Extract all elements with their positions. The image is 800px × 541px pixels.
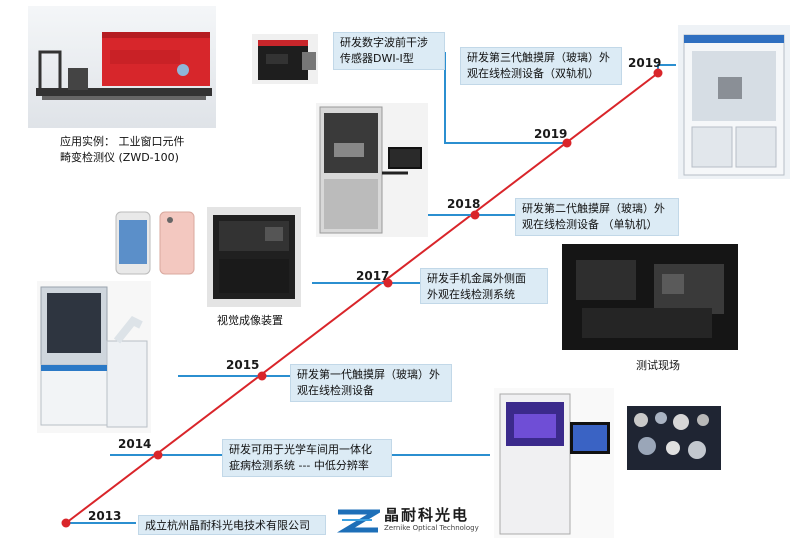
milestone-2014-box: 研发可用于光学车间用一体化 疵病检测系统 --- 中低分辨率 — [222, 439, 392, 477]
milestone-2018-line1: 研发第二代触摸屏（玻璃）外 — [522, 202, 665, 215]
phones-image — [110, 208, 200, 278]
dot-2013 — [61, 518, 71, 528]
zwd-instrument-image — [28, 6, 216, 128]
milestone-2015-box: 研发第一代触摸屏（玻璃）外 观在线检测设备 — [290, 364, 452, 402]
logo-text-en: Zernike Optical Technology — [384, 524, 479, 532]
logo-text-cn: 晶耐科光电 — [384, 506, 470, 524]
logo-mark-icon — [336, 509, 380, 533]
single-rail-machine-image — [316, 103, 428, 237]
year-2017: 2017 — [356, 269, 390, 283]
dot-2015 — [257, 371, 267, 381]
milestone-2019-double-line2: 观在线检测设备（双轨机） — [467, 67, 599, 80]
milestone-2015-line1: 研发第一代触摸屏（玻璃）外 — [297, 368, 440, 381]
dot-2019b — [653, 68, 663, 78]
dot-2017 — [383, 278, 393, 288]
caption-zwd-line2: 畸变检测仪 (ZWD-100) — [60, 151, 179, 164]
dot-2014 — [153, 450, 163, 460]
dot-2018 — [470, 210, 480, 220]
integrated-inspection-image — [494, 388, 614, 538]
vision-imaging-device-image — [207, 207, 301, 307]
year-2018: 2018 — [447, 197, 481, 211]
milestone-2014-line1: 研发可用于光学车间用一体化 — [229, 443, 372, 456]
dwi-sensor-image — [252, 34, 318, 84]
milestone-2014-line2: 疵病检测系统 --- 中低分辨率 — [229, 459, 369, 472]
milestone-2013-text: 成立杭州晶耐科光电技术有限公司 — [145, 519, 310, 532]
milestone-2019-dwi-box: 研发数字波前干涉 传感器DWI-I型 — [333, 32, 445, 70]
optical-components-image — [627, 406, 721, 470]
milestone-2018-box: 研发第二代触摸屏（玻璃）外 观在线检测设备 （单轨机） — [515, 198, 679, 236]
caption-vision-device: 视觉成像装置 — [217, 314, 283, 327]
test-site-image — [562, 244, 738, 350]
milestone-2019-double-line1: 研发第三代触摸屏（玻璃）外 — [467, 51, 610, 64]
milestone-2015-line2: 观在线检测设备 — [297, 384, 374, 397]
company-logo: 晶耐科光电 Zernike Optical Technology — [336, 502, 496, 538]
year-2014: 2014 — [118, 437, 152, 451]
dot-2019a — [562, 138, 572, 148]
milestone-2013-box: 成立杭州晶耐科光电技术有限公司 — [138, 515, 326, 535]
year-2013: 2013 — [88, 509, 122, 523]
double-rail-machine-image — [678, 25, 790, 179]
year-2015: 2015 — [226, 358, 260, 372]
milestone-2017-line1: 研发手机金属外侧面 — [427, 272, 526, 285]
milestone-2017-box: 研发手机金属外侧面 外观在线检测系统 — [420, 268, 548, 304]
caption-test-site: 测试现场 — [636, 359, 680, 372]
timeline-line — [65, 72, 659, 524]
first-gen-machine-image — [37, 281, 151, 433]
connector-2019-dwi — [444, 52, 567, 144]
year-2019-double: 2019 — [628, 56, 662, 70]
milestone-2017-line2: 外观在线检测系统 — [427, 288, 515, 301]
milestone-2019-double-box: 研发第三代触摸屏（玻璃）外 观在线检测设备（双轨机） — [460, 47, 622, 85]
caption-zwd-line1: 应用实例： 工业窗口元件 — [60, 135, 185, 148]
milestone-2018-line2: 观在线检测设备 （单轨机） — [522, 218, 658, 231]
milestone-2019-dwi-line2: 传感器DWI-I型 — [340, 52, 414, 65]
year-2019-dwi: 2019 — [534, 127, 568, 141]
milestone-2019-dwi-line1: 研发数字波前干涉 — [340, 36, 428, 49]
